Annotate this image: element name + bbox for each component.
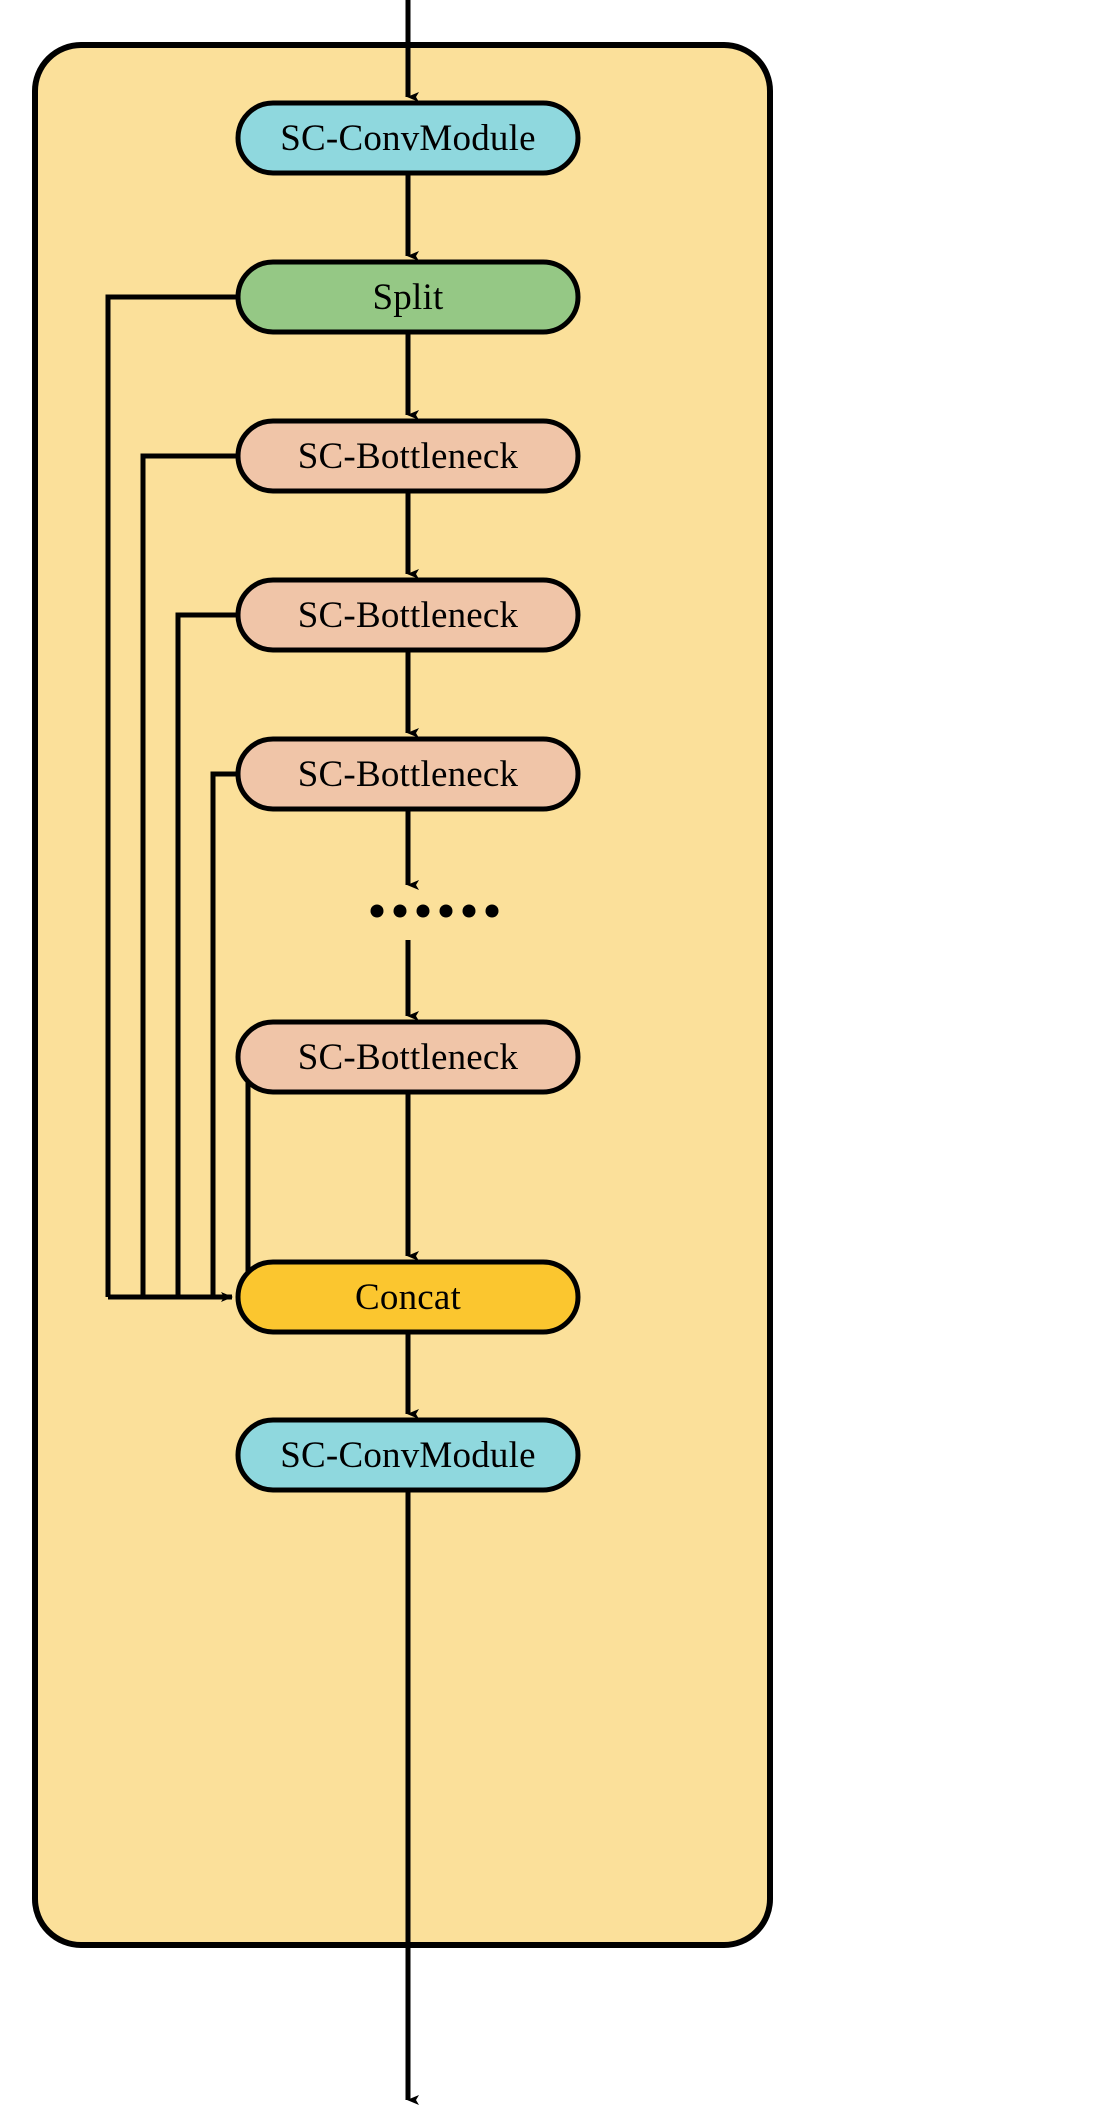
node-bneck-2[interactable] (235, 577, 581, 653)
node-bneck-1[interactable] (235, 418, 581, 494)
node-group (235, 100, 581, 1493)
node-conv-bottom[interactable] (235, 1417, 581, 1493)
skip-connection-from-split (105, 294, 240, 1297)
node-split[interactable] (235, 259, 581, 335)
node-conv-top[interactable] (235, 100, 581, 176)
skip-connection-from-bneck-3 (210, 771, 240, 1297)
skip-connection-from-bneck-1 (140, 453, 240, 1297)
node-bneck-3[interactable] (235, 736, 581, 812)
skip-connection-from-bneck-2 (175, 612, 240, 1297)
module-container (32, 42, 773, 1948)
ellipsis-dots (370, 904, 499, 918)
node-bneck-n[interactable] (235, 1019, 581, 1095)
node-concat[interactable] (235, 1259, 581, 1335)
